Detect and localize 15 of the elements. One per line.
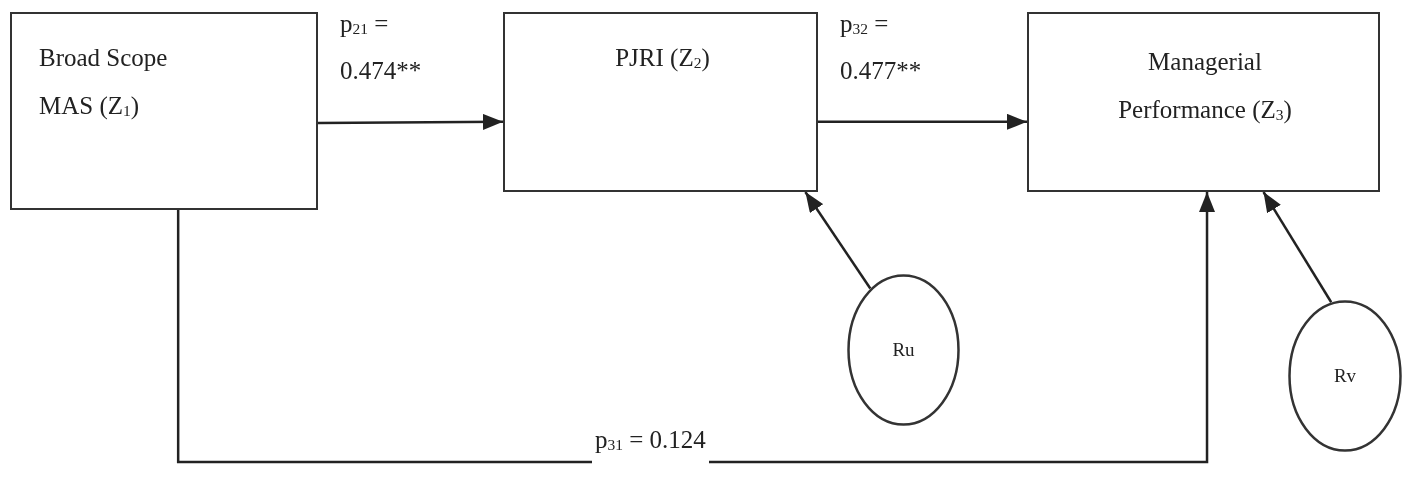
variable-box [1027,12,1380,192]
node-label: Managerial Performance (Z$_{3}$) [1117,47,1293,126]
arrow [176,192,1216,464]
node-label: PJRI (Z$_{2}$) [614,43,711,74]
arrow [818,113,1027,130]
node-label: Broad Scope MAS (Z$_{1}$) [39,43,169,122]
arrow [318,113,503,130]
residual-ellipse [1288,300,1402,452]
variable-box [503,12,818,192]
arrow [1262,191,1333,303]
node-label: Rv [1332,364,1358,388]
residual-ellipse [847,274,960,426]
node-label: Ru [891,338,916,362]
variable-box [10,12,318,210]
arrow [804,191,872,290]
